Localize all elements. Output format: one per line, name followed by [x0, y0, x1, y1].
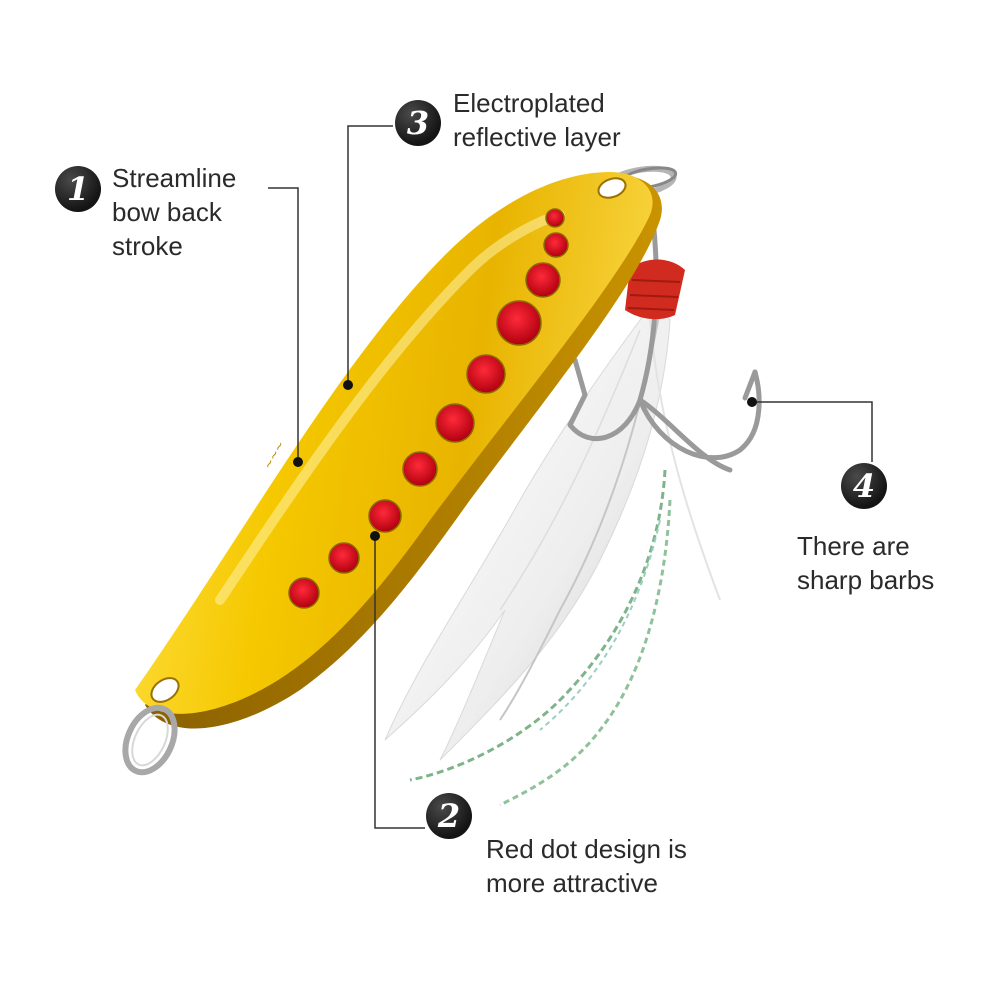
red-dot-10 [288, 577, 320, 609]
callout-2-line-2: more attractive [486, 868, 658, 898]
callout-label-3: Electroplated reflective layer [453, 86, 621, 154]
leader-line-1 [268, 187, 299, 462]
split-ring-icon [122, 704, 178, 776]
leader-dot-2 [370, 531, 380, 541]
callout-badge-1: 1 [55, 166, 101, 212]
thread-wrap [625, 259, 685, 320]
red-dot-3 [525, 262, 561, 298]
callout-2-line-1: Red dot design is [486, 834, 687, 864]
red-dot-1 [545, 208, 565, 228]
red-dot-8 [368, 499, 402, 533]
red-dots [288, 208, 569, 609]
callout-3-line-1: Electroplated [453, 88, 605, 118]
callout-4-line-2: sharp barbs [797, 565, 935, 595]
leader-dot-3 [343, 380, 353, 390]
callout-1-line-3: stroke [112, 231, 183, 261]
callout-badge-3: 3 [395, 100, 441, 146]
leader-line-4 [752, 401, 873, 462]
callout-badge-2: 2 [426, 793, 472, 839]
red-dot-6 [435, 403, 475, 443]
callout-badge-4: 4 [841, 463, 887, 509]
callout-label-1: Streamline bow back stroke [112, 161, 236, 263]
callout-4-line-1: There are [797, 531, 910, 561]
leader-lines [268, 125, 873, 829]
leader-dot-4 [747, 397, 757, 407]
leader-line-2 [374, 536, 425, 829]
callout-1-line-1: Streamline [112, 163, 237, 193]
callout-3-line-2: reflective layer [453, 122, 621, 152]
red-dot-2 [543, 232, 569, 258]
red-dot-4 [496, 300, 542, 346]
callout-1-line-2: bow back [112, 197, 222, 227]
leader-dot-1 [293, 457, 303, 467]
callout-label-4: There are sharp barbs [797, 529, 934, 597]
leader-line-3 [347, 125, 393, 385]
red-dot-5 [466, 354, 506, 394]
red-dot-7 [402, 451, 438, 487]
red-dot-9 [328, 542, 360, 574]
callout-label-2: Red dot design is more attractive [486, 832, 687, 900]
